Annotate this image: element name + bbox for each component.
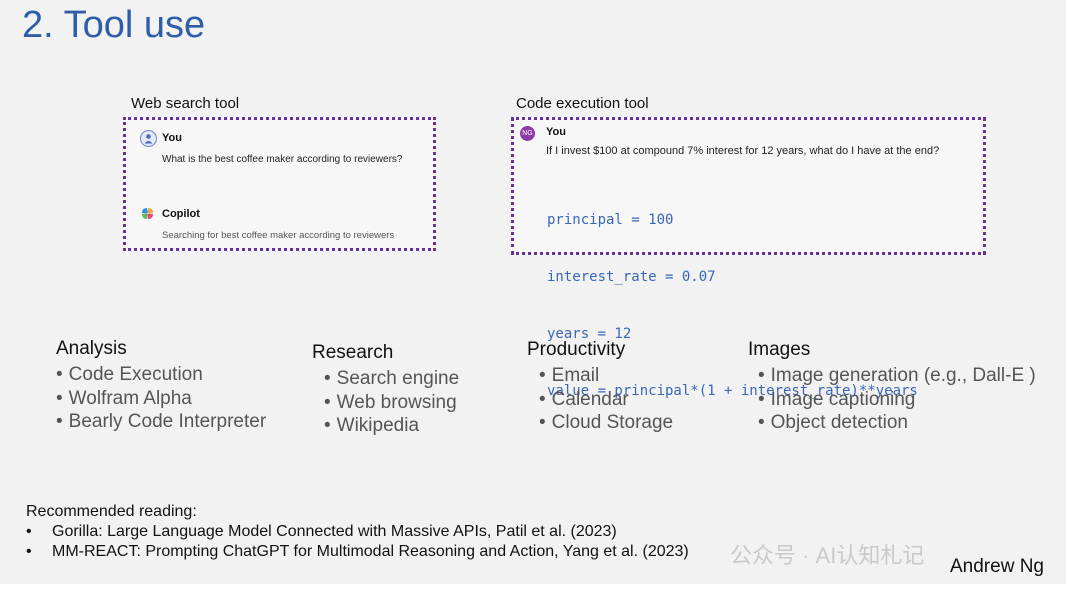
code-line: interest_rate = 0.07 bbox=[547, 269, 716, 285]
category-heading: Analysis bbox=[56, 338, 127, 359]
code-block: principal = 100 interest_rate = 0.07 yea… bbox=[547, 173, 918, 439]
category-item: •Search engine bbox=[324, 368, 460, 389]
category-heading: Images bbox=[748, 339, 811, 360]
category-item: •Cloud Storage bbox=[539, 412, 674, 433]
category-item: •Code Execution bbox=[56, 364, 203, 385]
category-item: •Bearly Code Interpreter bbox=[56, 411, 267, 432]
watermark: 公众号 · AI认知札记 bbox=[730, 543, 925, 568]
category-item: •Object detection bbox=[758, 412, 908, 433]
category-research: Research •Search engine •Web browsing •W… bbox=[312, 342, 459, 438]
category-productivity: Productivity •Email •Calendar •Cloud Sto… bbox=[527, 339, 673, 435]
reading-heading: Recommended reading: bbox=[26, 503, 197, 520]
copilot-icon bbox=[140, 206, 155, 221]
code-line: years = 12 bbox=[547, 326, 632, 342]
web-search-panel: You What is the best coffee maker accord… bbox=[123, 117, 436, 251]
slide: 2. Tool use Web search tool You What is … bbox=[0, 0, 1066, 584]
category-item: •Image generation (e.g., Dall-E ) bbox=[758, 365, 1036, 386]
category-heading: Research bbox=[312, 342, 394, 363]
category-images: Images •Image generation (e.g., Dall-E )… bbox=[748, 339, 1036, 435]
user-message: What is the best coffee maker according … bbox=[162, 154, 403, 165]
code-exec-panel: NG You If I invest $100 at compound 7% i… bbox=[511, 117, 986, 399]
category-item: •Email bbox=[539, 365, 600, 386]
person-icon bbox=[140, 130, 157, 147]
category-heading: Productivity bbox=[527, 339, 626, 360]
reading-ref: •Gorilla: Large Language Model Connected… bbox=[26, 523, 617, 540]
category-item: •Calendar bbox=[539, 388, 629, 410]
category-analysis: Analysis •Code Execution •Wolfram Alpha … bbox=[56, 338, 266, 434]
reading-ref: •MM-REACT: Prompting ChatGPT for Multimo… bbox=[26, 543, 689, 560]
user-message: If I invest $100 at compound 7% interest… bbox=[546, 145, 940, 157]
recommended-reading: Recommended reading: •Gorilla: Large Lan… bbox=[26, 503, 689, 561]
author: Andrew Ng bbox=[950, 556, 1044, 577]
category-item: •Image captioning bbox=[758, 388, 916, 410]
assistant-status: Searching for best coffee maker accordin… bbox=[162, 230, 395, 241]
assistant-name: Copilot bbox=[162, 208, 200, 220]
code-exec-label: Code execution tool bbox=[516, 95, 649, 112]
user-name: You bbox=[162, 132, 182, 144]
category-item: •Wikipedia bbox=[324, 415, 420, 436]
slide-title: 2. Tool use bbox=[22, 4, 206, 46]
ng-avatar: NG bbox=[520, 126, 535, 141]
category-item: •Web browsing bbox=[324, 391, 457, 413]
category-item: •Wolfram Alpha bbox=[56, 387, 192, 409]
code-line: principal = 100 bbox=[547, 212, 674, 228]
code-line: value = principal*(1 + interest_rate)**y… bbox=[547, 383, 918, 399]
user-name: You bbox=[546, 126, 566, 138]
web-search-label: Web search tool bbox=[131, 95, 240, 112]
